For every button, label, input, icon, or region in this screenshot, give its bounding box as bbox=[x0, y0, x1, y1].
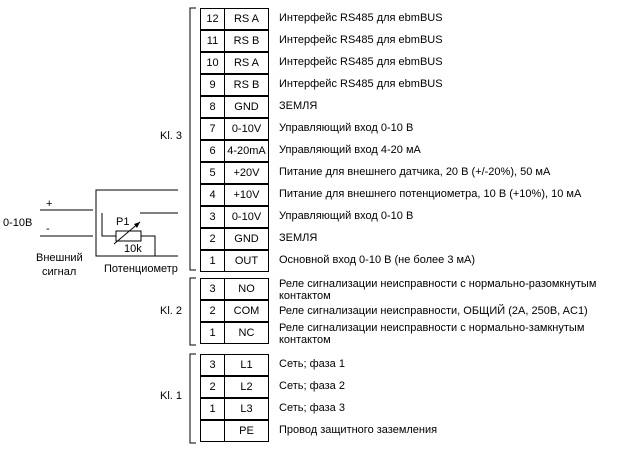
terminal-description: ЗЕМЛЯ bbox=[279, 232, 318, 244]
terminal-number: 3 bbox=[200, 206, 225, 228]
terminal-description: Сеть; фаза 1 bbox=[279, 358, 345, 370]
terminal-description: Интерфейс RS485 для ebmBUS bbox=[279, 56, 443, 68]
group-label-kl3: Kl. 3 bbox=[160, 130, 183, 142]
terminal-number bbox=[200, 420, 225, 442]
terminal-number: 12 bbox=[200, 8, 225, 30]
terminal-description: Реле сигнализации неисправности, ОБЩИЙ (… bbox=[279, 305, 588, 317]
terminal-number: 8 bbox=[200, 96, 225, 118]
terminal-code: RS B bbox=[224, 30, 269, 52]
signal-label-line2: сигнал bbox=[42, 266, 77, 278]
terminal-number: 11 bbox=[200, 30, 225, 52]
terminal-description-line2: контактом bbox=[279, 290, 331, 302]
terminal-code: NC bbox=[224, 322, 269, 344]
terminal-number: 2 bbox=[200, 228, 225, 250]
terminal-code: 0-10V bbox=[224, 206, 269, 228]
terminal-code: GND bbox=[224, 96, 269, 118]
terminal-number: 3 bbox=[200, 278, 225, 300]
signal-plus-label: + bbox=[46, 198, 53, 210]
terminal-code: RS A bbox=[224, 52, 269, 74]
terminal-code: PE bbox=[224, 420, 269, 442]
terminal-code: 0-10V bbox=[224, 118, 269, 140]
pot-wiper-arrowhead bbox=[134, 222, 140, 228]
terminal-code: +20V bbox=[224, 162, 269, 184]
terminal-number: 10 bbox=[200, 52, 225, 74]
terminal-description: Интерфейс RS485 для ebmBUS bbox=[279, 34, 443, 46]
terminal-code: GND bbox=[224, 228, 269, 250]
terminal-description: Интерфейс RS485 для ebmBUS bbox=[279, 78, 443, 90]
pot-right-wire bbox=[141, 235, 156, 256]
terminal-description: Управляющий вход 0-10 В bbox=[279, 122, 414, 134]
terminal-description: Управляющий вход 0-10 В bbox=[279, 210, 414, 222]
signal-label-line1: Внешний bbox=[36, 252, 83, 264]
pot-side-wire bbox=[101, 213, 116, 237]
terminal-description: Реле сигнализации неисправности с нормал… bbox=[279, 278, 597, 290]
terminal-number: 2 bbox=[200, 300, 225, 322]
pot-resistor-body bbox=[115, 230, 142, 242]
terminal-code: L1 bbox=[224, 354, 269, 376]
terminal-number: 2 bbox=[200, 376, 225, 398]
terminal-description: Провод защитного заземления bbox=[279, 424, 438, 436]
bracket-kl2 bbox=[189, 277, 196, 346]
terminal-code: NO bbox=[224, 278, 269, 300]
terminal-number: 1 bbox=[200, 398, 225, 420]
terminal-code: 4-20mA bbox=[224, 140, 269, 162]
pot-title-label: Потенциометр bbox=[104, 263, 178, 275]
terminal-number: 3 bbox=[200, 354, 225, 376]
signal-minus-label: - bbox=[46, 223, 50, 235]
terminal-description: Интерфейс RS485 для ebmBUS bbox=[279, 12, 443, 24]
terminal-number: 6 bbox=[200, 140, 225, 162]
terminal-description: Питание для внешнего потенциометра, 10 В… bbox=[279, 188, 582, 200]
terminal-code: L3 bbox=[224, 398, 269, 420]
terminal-description: Сеть; фаза 3 bbox=[279, 402, 345, 414]
terminal-number: 5 bbox=[200, 162, 225, 184]
terminal-code: L2 bbox=[224, 376, 269, 398]
terminal-number: 1 bbox=[200, 322, 225, 344]
terminal-description: Сеть; фаза 2 bbox=[279, 380, 345, 392]
terminal-code: +10V bbox=[224, 184, 269, 206]
terminal-number: 9 bbox=[200, 74, 225, 96]
terminal-code: COM bbox=[224, 300, 269, 322]
terminal-number: 4 bbox=[200, 184, 225, 206]
pot-value-label: 10k bbox=[124, 243, 142, 255]
bracket-kl3 bbox=[189, 7, 196, 271]
terminal-code: RS B bbox=[224, 74, 269, 96]
terminal-description: Управляющий вход 4-20 мА bbox=[279, 144, 421, 156]
terminal-number: 1 bbox=[200, 250, 225, 272]
terminal-description: Питание для внешнего датчика, 20 В (+/-2… bbox=[279, 166, 551, 178]
signal-voltage-label: 0-10В bbox=[3, 217, 33, 229]
terminal-description-line2: контактом bbox=[279, 334, 331, 346]
group-label-kl2: Kl. 2 bbox=[160, 305, 183, 317]
terminal-code: RS A bbox=[224, 8, 269, 30]
terminal-description: Реле сигнализации неисправности с нормал… bbox=[279, 322, 585, 334]
bracket-kl1 bbox=[189, 353, 196, 444]
pot-name-label: P1 bbox=[116, 216, 130, 228]
terminal-number: 7 bbox=[200, 118, 225, 140]
terminal-description: Основной вход 0-10 В (не более 3 мА) bbox=[279, 254, 476, 266]
terminal-description: ЗЕМЛЯ bbox=[279, 100, 318, 112]
group-label-kl1: Kl. 1 bbox=[160, 390, 183, 402]
terminal-code: OUT bbox=[224, 250, 269, 272]
